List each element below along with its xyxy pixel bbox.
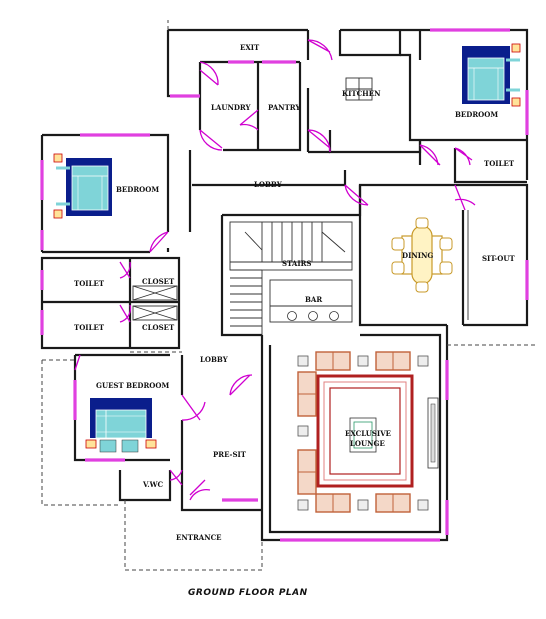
closet-units — [132, 285, 178, 321]
windows — [40, 28, 529, 542]
lounge-rug — [316, 374, 414, 488]
label-exit: EXIT — [240, 43, 260, 52]
room-labels: EXIT LAUNDRY PANTRY KITCHEN BEDROOM BEDR… — [74, 43, 515, 598]
bar-counter — [269, 279, 353, 323]
label-kitchen: KITCHEN — [342, 89, 381, 98]
dashed-outlines — [41, 20, 535, 571]
label-laundry: LAUNDRY — [211, 103, 252, 112]
label-bedroom-left: BEDROOM — [116, 185, 159, 194]
label-lounge: LOUNGE — [350, 439, 385, 448]
label-stairs: STAIRS — [282, 259, 311, 268]
kitchen-counter — [345, 77, 373, 101]
label-bedroom-top-right: BEDROOM — [455, 110, 498, 119]
label-closet-1: CLOSET — [142, 277, 175, 286]
label-dining: DINING — [402, 251, 433, 260]
label-vwc: V.WC — [142, 480, 164, 489]
label-lobby-upper: LOBBY — [254, 180, 283, 189]
bed-guest — [85, 398, 157, 453]
bed-left — [53, 153, 112, 219]
label-sit-out: SIT-OUT — [482, 254, 515, 263]
label-exclusive: EXCLUSIVE — [345, 429, 391, 438]
label-lobby-lower: LOBBY — [200, 355, 229, 364]
label-toilet-left-2: TOILET — [74, 323, 105, 332]
label-pantry: PANTRY — [268, 103, 301, 112]
dining-table — [391, 217, 453, 293]
label-entrance: ENTRANCE — [176, 533, 222, 542]
bed-top-right — [462, 43, 521, 107]
doors — [74, 39, 476, 501]
label-pre-sit: PRE-SIT — [213, 450, 247, 459]
label-bar: BAR — [305, 295, 322, 304]
label-closet-2: CLOSET — [142, 323, 175, 332]
lounge-sofas — [297, 351, 439, 513]
plan-title: GROUND FLOOR PLAN — [188, 588, 308, 598]
label-toilet-left-1: TOILET — [74, 279, 105, 288]
label-guest-bedroom: GUEST BEDROOM — [96, 381, 169, 390]
label-toilet-right: TOILET — [484, 159, 515, 168]
staircase — [229, 221, 353, 335]
